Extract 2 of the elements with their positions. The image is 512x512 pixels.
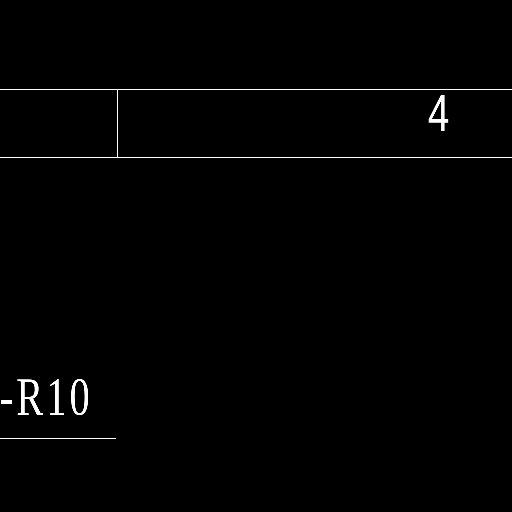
radius-label: -R10 [0,370,93,424]
cell-number: 4 [428,88,450,140]
